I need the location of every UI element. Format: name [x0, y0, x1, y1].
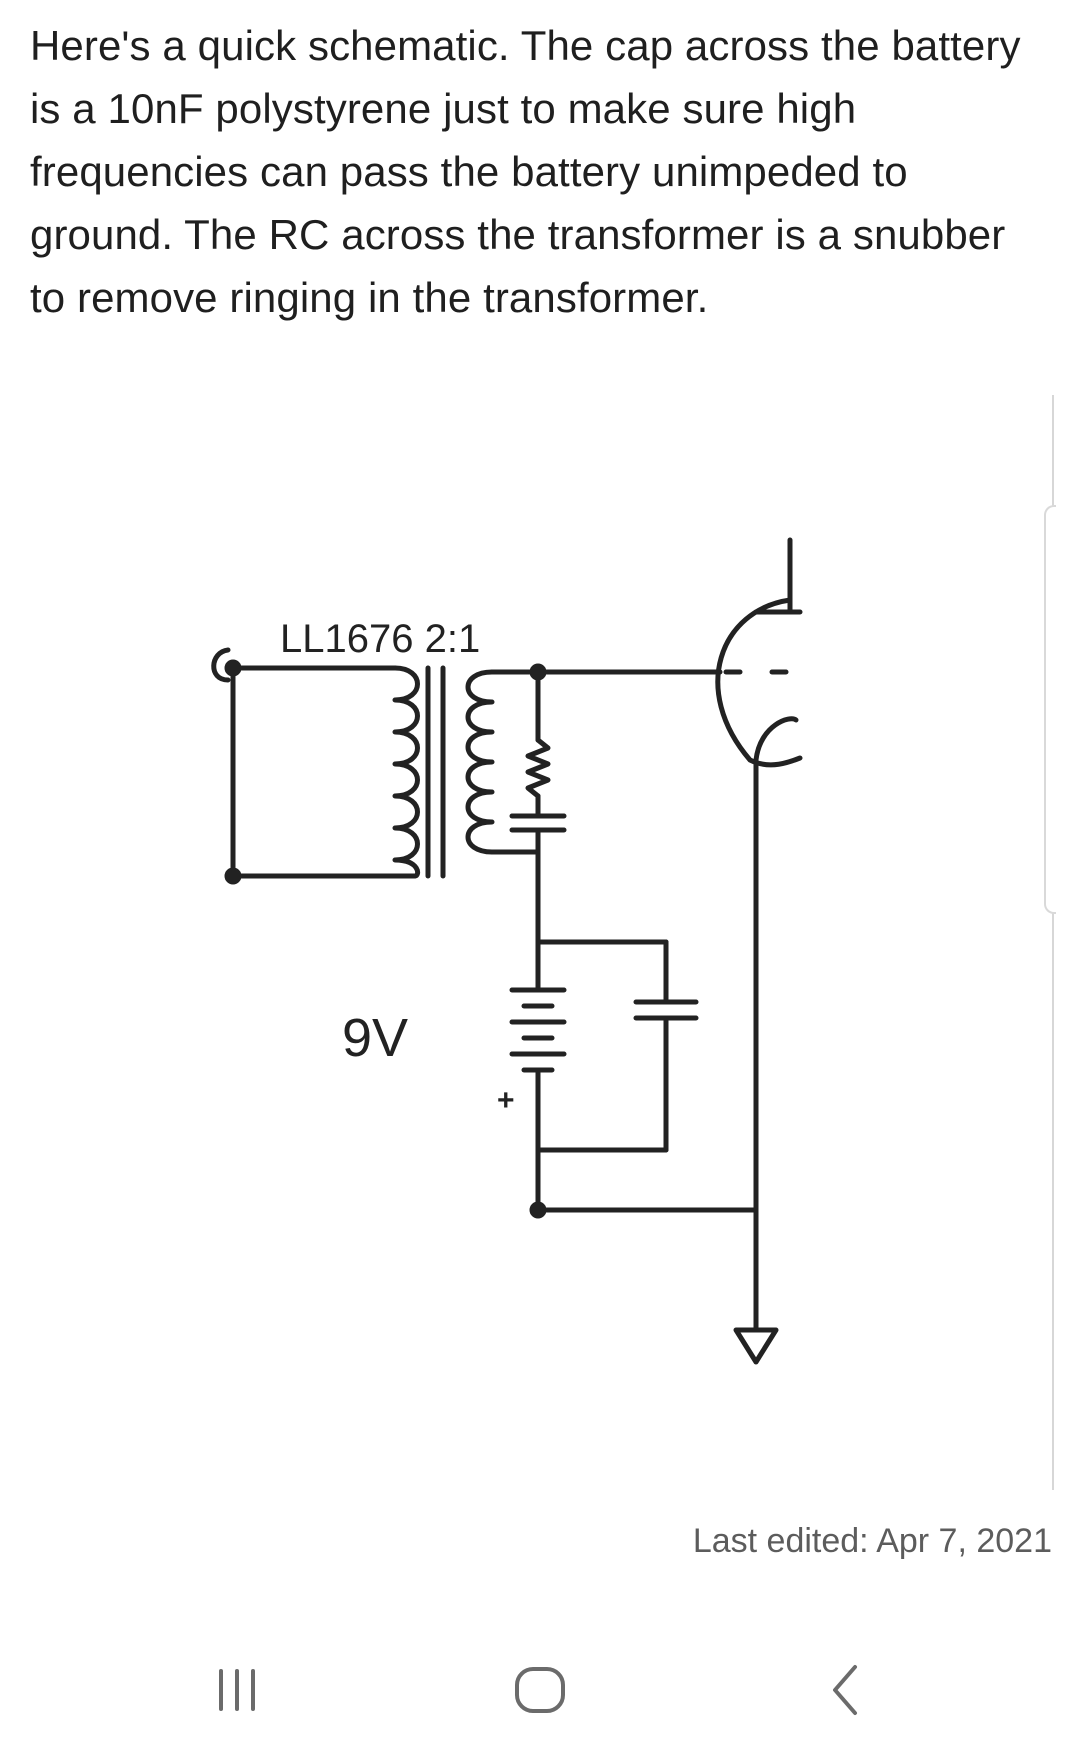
back-icon — [833, 1665, 857, 1715]
battery-polarity-mark: + — [497, 1084, 515, 1117]
node-input-bottom — [224, 867, 242, 885]
tube-envelope — [715, 597, 803, 768]
system-navigation-bar — [0, 1640, 1080, 1760]
recents-button[interactable] — [178, 1640, 298, 1740]
last-edited-timestamp: Last edited: Apr 7, 2021 — [692, 1522, 1052, 1560]
input-jack-symbol — [211, 647, 231, 683]
node-ground-bus — [529, 1201, 547, 1219]
schematic-diagram: LL1676 2:1 9V + — [211, 537, 803, 1365]
ground-symbol — [733, 1327, 779, 1365]
snubber-resistor — [525, 737, 551, 799]
image-frame-border — [1052, 395, 1054, 1490]
battery-label: 9V — [342, 1008, 408, 1068]
transformer-label: LL1676 2:1 — [280, 617, 480, 661]
transformer-secondary-coil — [465, 669, 495, 855]
recents-icon — [219, 1669, 255, 1711]
home-icon — [515, 1667, 565, 1713]
home-button[interactable] — [480, 1640, 600, 1740]
image-scroll-handle[interactable] — [1044, 505, 1056, 914]
post-body-text: Here's a quick schematic. The cap across… — [30, 22, 1021, 321]
tube-cathode — [753, 716, 799, 763]
back-button[interactable] — [785, 1640, 905, 1740]
transformer-primary-coil — [392, 665, 420, 879]
